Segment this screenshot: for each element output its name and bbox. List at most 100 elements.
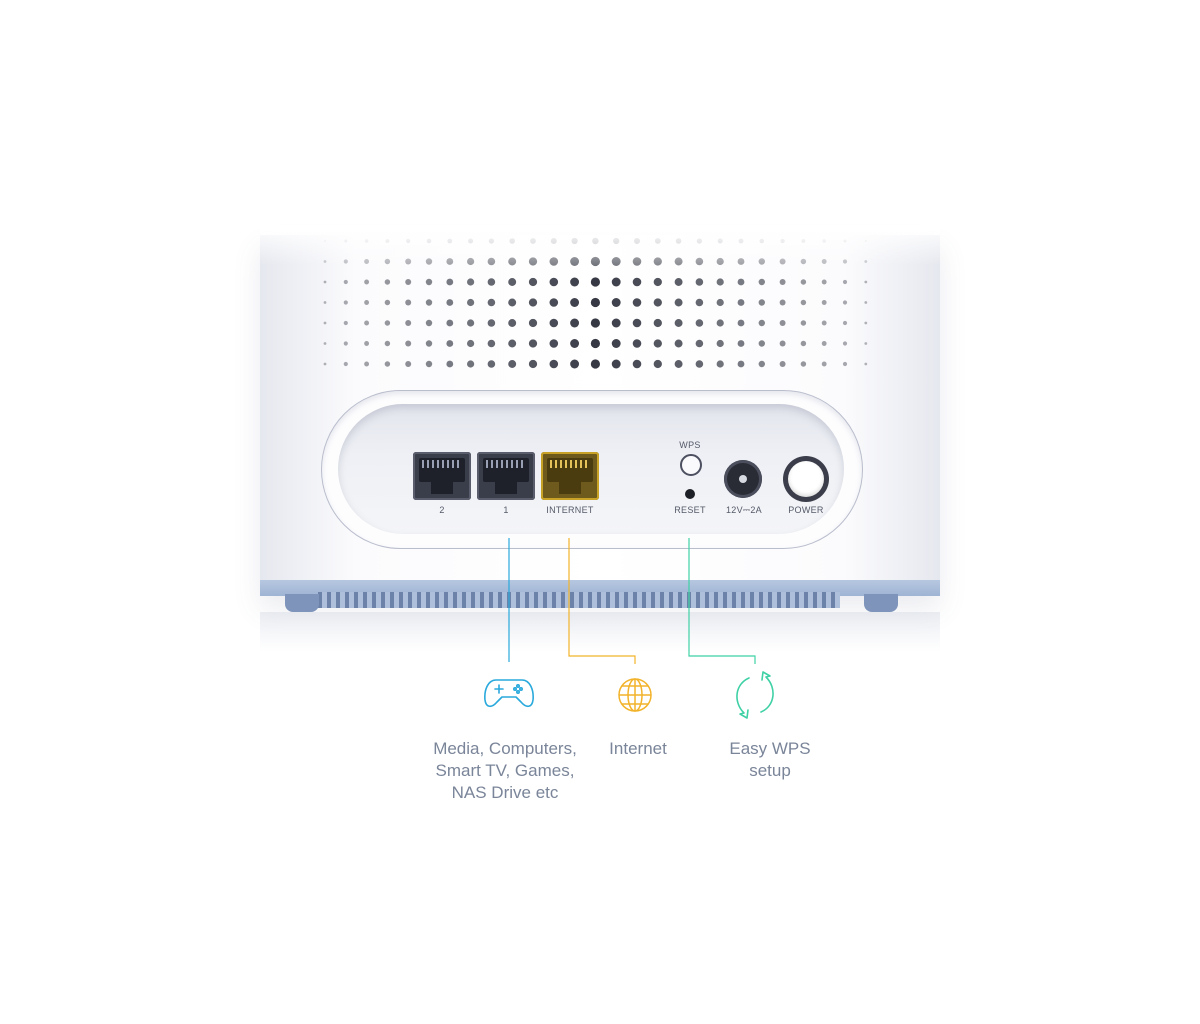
vent-hole bbox=[487, 319, 496, 327]
vent-hole bbox=[508, 298, 517, 307]
vent-hole bbox=[590, 318, 600, 328]
wps-button[interactable] bbox=[680, 454, 702, 476]
vent-hole bbox=[821, 361, 827, 367]
vent-hole bbox=[716, 360, 724, 368]
vent-hole bbox=[674, 339, 683, 348]
vent-hole bbox=[384, 340, 391, 347]
vent-hole bbox=[323, 321, 327, 325]
internet-port[interactable] bbox=[541, 452, 599, 500]
vent-hole bbox=[779, 320, 786, 326]
vent-hole bbox=[695, 319, 704, 327]
vent-hole bbox=[323, 362, 327, 366]
vent-hole bbox=[695, 278, 704, 286]
base-vent-slots bbox=[318, 592, 840, 608]
vent-hole bbox=[716, 278, 724, 286]
vent-hole bbox=[364, 279, 370, 285]
vent-hole bbox=[466, 278, 475, 286]
vent-hole bbox=[653, 298, 662, 307]
vent-hole bbox=[508, 360, 517, 368]
vent-hole bbox=[632, 359, 642, 369]
ethernet-port-1[interactable] bbox=[477, 452, 535, 500]
vent-hole bbox=[343, 361, 348, 367]
vent-hole bbox=[446, 278, 454, 286]
vent-hole bbox=[528, 339, 538, 348]
vent-hole bbox=[364, 320, 370, 326]
vent-hole bbox=[590, 338, 600, 349]
vent-hole bbox=[611, 318, 621, 328]
internet-caption: Internet bbox=[609, 739, 667, 758]
vent-hole bbox=[590, 297, 600, 308]
vent-hole bbox=[864, 301, 868, 304]
vent-hole bbox=[800, 279, 807, 285]
vent-hole bbox=[446, 360, 454, 368]
reset-label: RESET bbox=[674, 505, 706, 515]
vent-hole bbox=[842, 279, 848, 285]
vent-hole bbox=[842, 361, 848, 367]
ethernet-port-1-label: 1 bbox=[503, 505, 509, 515]
vent-hole bbox=[343, 341, 348, 346]
vent-hole bbox=[384, 279, 391, 285]
vent-hole bbox=[446, 340, 454, 347]
reset-button[interactable] bbox=[685, 489, 695, 499]
vent-hole bbox=[864, 342, 868, 345]
vent-hole bbox=[405, 279, 412, 285]
vent-hole bbox=[405, 320, 412, 326]
vent-hole bbox=[323, 301, 327, 304]
vent-hole bbox=[758, 319, 765, 327]
vent-hole bbox=[716, 319, 724, 327]
vent-hole bbox=[508, 339, 517, 348]
vent-hole bbox=[446, 299, 454, 306]
vent-hole bbox=[549, 318, 559, 328]
vent-hole bbox=[716, 339, 724, 348]
internet-port-label: INTERNET bbox=[546, 505, 594, 515]
gamepad-icon bbox=[484, 679, 534, 708]
wps-caption: Easy WPS setup bbox=[729, 739, 811, 780]
lan-caption: Media, Computers, Smart TV, Games, NAS D… bbox=[433, 739, 577, 802]
vent-hole bbox=[528, 298, 538, 307]
vent-hole bbox=[364, 300, 370, 305]
vent-hole bbox=[611, 298, 621, 307]
vent-hole bbox=[528, 277, 538, 287]
vent-hole bbox=[549, 298, 559, 307]
ethernet-port-2[interactable] bbox=[413, 452, 471, 500]
floor-shadow bbox=[260, 612, 940, 652]
vent-hole bbox=[384, 320, 391, 326]
vent-hole bbox=[384, 299, 391, 306]
ethernet-port-2-pins bbox=[422, 460, 462, 468]
vent-hole bbox=[364, 341, 370, 346]
vent-hole bbox=[384, 361, 391, 367]
vent-hole bbox=[590, 277, 600, 287]
vent-hole bbox=[405, 361, 412, 367]
vent-hole bbox=[364, 361, 370, 367]
power-button-cap bbox=[788, 461, 824, 497]
vent-hole bbox=[590, 359, 600, 369]
vent-hole bbox=[611, 277, 621, 287]
vent-hole bbox=[653, 277, 662, 287]
vent-hole bbox=[466, 360, 475, 368]
vent-hole bbox=[737, 319, 745, 327]
vent-hole bbox=[632, 298, 642, 307]
vent-hole bbox=[800, 340, 807, 347]
vent-hole bbox=[446, 319, 454, 327]
vent-hole bbox=[343, 279, 348, 285]
vent-hole bbox=[570, 318, 580, 328]
vent-hole bbox=[570, 359, 580, 369]
vent-hole bbox=[842, 300, 848, 305]
vent-hole bbox=[425, 319, 433, 327]
right-foot bbox=[864, 594, 898, 612]
vent-hole bbox=[323, 342, 327, 345]
vent-hole bbox=[779, 340, 786, 347]
power-button[interactable] bbox=[783, 456, 829, 502]
wps-label: WPS bbox=[679, 440, 701, 450]
dc-power-jack[interactable] bbox=[724, 460, 762, 498]
vent-hole bbox=[864, 362, 868, 366]
vent-hole bbox=[674, 298, 683, 307]
vent-hole bbox=[653, 318, 662, 328]
vent-hole bbox=[758, 340, 765, 347]
vent-hole bbox=[343, 320, 348, 326]
vent-hole bbox=[528, 318, 538, 328]
vent-hole bbox=[695, 339, 704, 348]
vent-hole bbox=[323, 280, 327, 284]
vent-hole bbox=[695, 360, 704, 368]
